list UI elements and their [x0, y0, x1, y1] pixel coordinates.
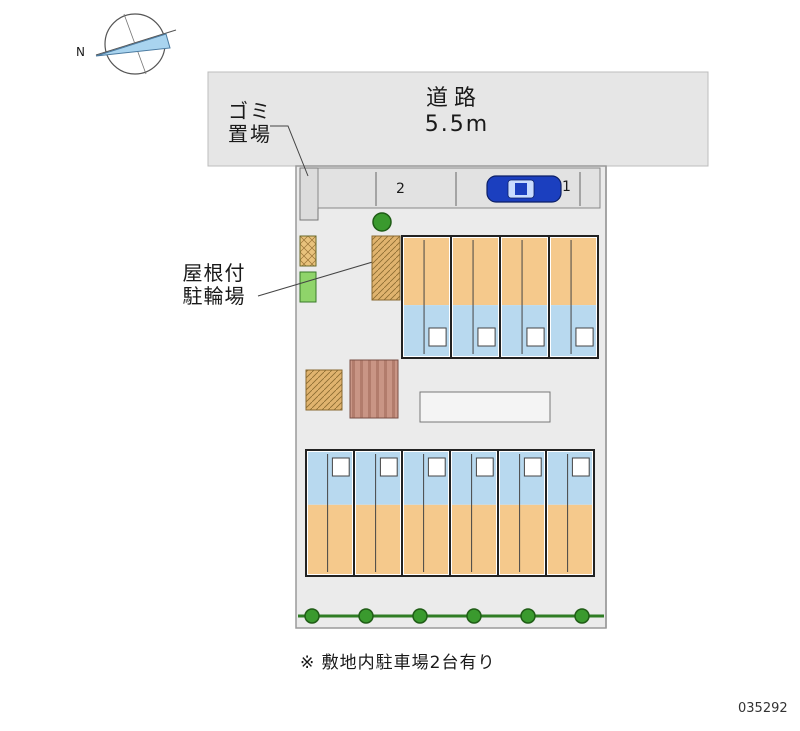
tree-icon: [412, 608, 428, 624]
apartment-unit: [401, 235, 452, 359]
tiled-path: [349, 359, 399, 419]
apartment-unit: [449, 449, 499, 577]
tree-icon: [520, 608, 536, 624]
apartment-unit: [545, 449, 595, 577]
north-unit-row: [401, 235, 599, 359]
storage-box: [305, 369, 343, 411]
parking-slot-2-label: 2: [396, 181, 405, 197]
road-name: 道路: [425, 86, 482, 111]
staircase: [419, 391, 551, 423]
apartment-unit: [548, 235, 599, 359]
compass: [95, 13, 177, 75]
south-unit-row: [305, 449, 595, 577]
parking-slot-1-label: 1: [562, 179, 571, 195]
bicycle-rack: [299, 271, 317, 303]
tree-icon: [372, 212, 392, 232]
tree-icon: [358, 608, 374, 624]
garbage-area: [299, 167, 319, 221]
property-code: 035292: [738, 701, 788, 716]
road-width: 5.5m: [424, 112, 490, 137]
apartment-unit: [450, 235, 501, 359]
bicycle-rack: [299, 235, 317, 267]
tree-row: [304, 608, 590, 624]
compass-needle: [95, 33, 171, 57]
apartment-unit: [497, 449, 547, 577]
bicycle-leader: [257, 257, 387, 297]
bicycle-parking-label: 屋根付 駐輪場: [182, 261, 246, 308]
parking-note: ※ 敷地内駐車場2台有り: [300, 653, 496, 673]
tree-icon: [466, 608, 482, 624]
tree-icon: [574, 608, 590, 624]
garbage-area-label: ゴミ 置場: [228, 99, 272, 146]
garbage-leader: [270, 125, 309, 177]
north-label: N: [76, 45, 85, 59]
tree-icon: [304, 608, 320, 624]
apartment-unit: [401, 449, 451, 577]
road: [207, 71, 709, 167]
apartment-unit: [353, 449, 403, 577]
apartment-unit: [499, 235, 550, 359]
car-icon: [486, 175, 562, 203]
apartment-unit: [305, 449, 355, 577]
entry-deck: [371, 235, 401, 301]
compass-axis: [95, 29, 177, 56]
